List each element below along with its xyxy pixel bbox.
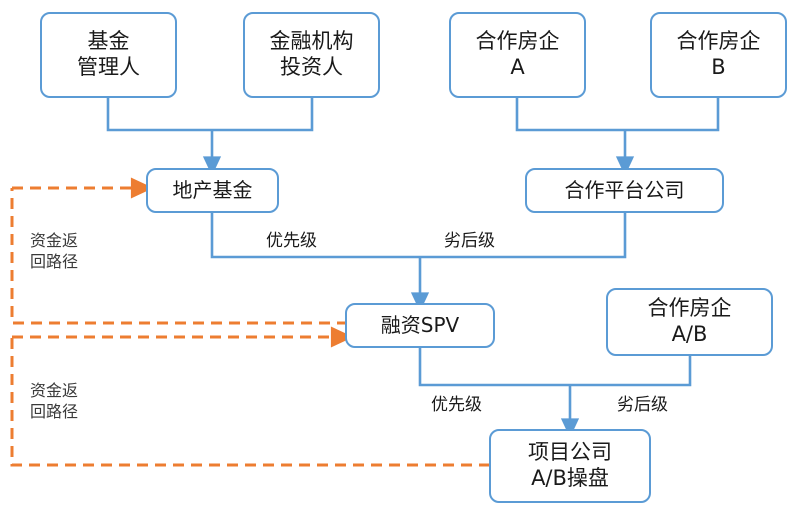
node-financing-spv[interactable]: 融资SPV: [345, 303, 495, 348]
wire-mid-merge: [210, 213, 627, 259]
wire-top-right-merge: [515, 98, 720, 132]
node-partner-developer-ab[interactable]: 合作房企 A/B: [606, 288, 773, 356]
node-project-company[interactable]: 项目公司 A/B操盘: [489, 429, 651, 503]
node-financial-investor[interactable]: 金融机构 投资人: [243, 12, 380, 98]
node-partner-developer-b[interactable]: 合作房企 B: [650, 12, 787, 98]
return-path-label-upper: 资金返 回路径: [30, 231, 79, 271]
return-path-lower-line: [10, 337, 490, 467]
edge-label-senior-lower: 优先级: [431, 395, 482, 415]
node-property-fund[interactable]: 地产基金: [146, 168, 279, 213]
return-path-upper-line: [10, 188, 348, 325]
edge-label-subordinate-lower: 劣后级: [617, 395, 668, 415]
node-partner-developer-a[interactable]: 合作房企 A: [449, 12, 586, 98]
node-cooperation-platform[interactable]: 合作平台公司: [525, 168, 724, 213]
wire-lower-merge: [418, 348, 692, 387]
wire-top-left-merge: [106, 98, 314, 132]
return-path-label-lower: 资金返 回路径: [30, 381, 79, 421]
node-fund-manager[interactable]: 基金 管理人: [40, 12, 177, 98]
edge-label-subordinate-upper: 劣后级: [444, 231, 495, 251]
edge-label-senior-upper: 优先级: [266, 231, 317, 251]
